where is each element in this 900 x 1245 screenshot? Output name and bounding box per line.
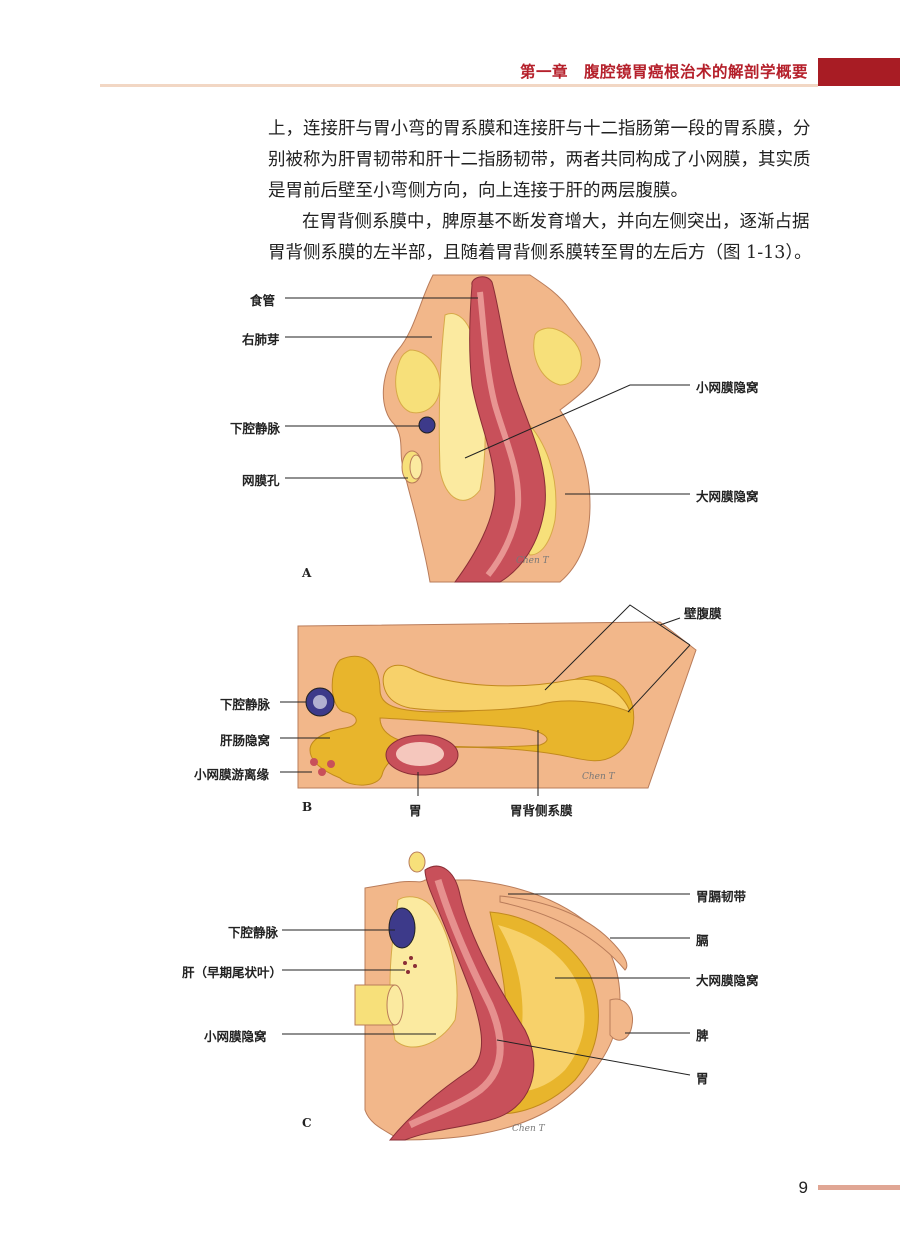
label-liver: 肝（早期尾状叶） [182, 962, 282, 981]
label-stomach-b: 胃 [409, 800, 422, 819]
illustrator-signature-a: Chen T [516, 556, 549, 566]
panel-a-illustration [285, 275, 690, 582]
label-greater-sac-c: 大网膜隐窝 [696, 970, 759, 989]
footer-accent-bar [818, 1185, 900, 1190]
panel-letter-c: C [302, 1116, 312, 1130]
label-esophagus: 食管 [250, 290, 275, 309]
label-lesser-sac-a: 小网膜隐窝 [696, 377, 759, 396]
label-hepatoenteric-recess: 肝肠隐窝 [220, 730, 270, 749]
label-parietal-peritoneum: 壁腹膜 [684, 603, 722, 622]
label-lesser-sac-c: 小网膜隐窝 [204, 1026, 267, 1045]
label-lesser-omentum-free-edge: 小网膜游离缘 [194, 764, 269, 783]
page-number: 9 [799, 1178, 808, 1198]
panel-letter-b: B [302, 800, 312, 814]
label-stomach-c: 胃 [696, 1068, 709, 1087]
label-omental-foramen: 网膜孔 [242, 470, 280, 489]
label-gastrophrenic-ligament: 胃膈韧带 [696, 886, 746, 905]
illustrator-signature-b: Chen T [582, 772, 615, 782]
label-ivc-b: 下腔静脉 [220, 694, 270, 713]
panel-letter-a: A [302, 566, 311, 580]
label-dorsal-mesogastrium: 胃背侧系膜 [510, 800, 573, 819]
label-spleen: 脾 [696, 1025, 709, 1044]
panel-b-illustration [280, 605, 696, 796]
label-greater-sac-a: 大网膜隐窝 [696, 486, 759, 505]
panel-c-illustration [282, 852, 690, 1140]
label-right-lung-bud: 右肺芽 [242, 329, 280, 348]
label-ivc-a: 下腔静脉 [230, 418, 280, 437]
label-diaphragm: 膈 [696, 930, 709, 949]
label-ivc-c: 下腔静脉 [228, 922, 278, 941]
illustrator-signature-c: Chen T [512, 1124, 545, 1134]
